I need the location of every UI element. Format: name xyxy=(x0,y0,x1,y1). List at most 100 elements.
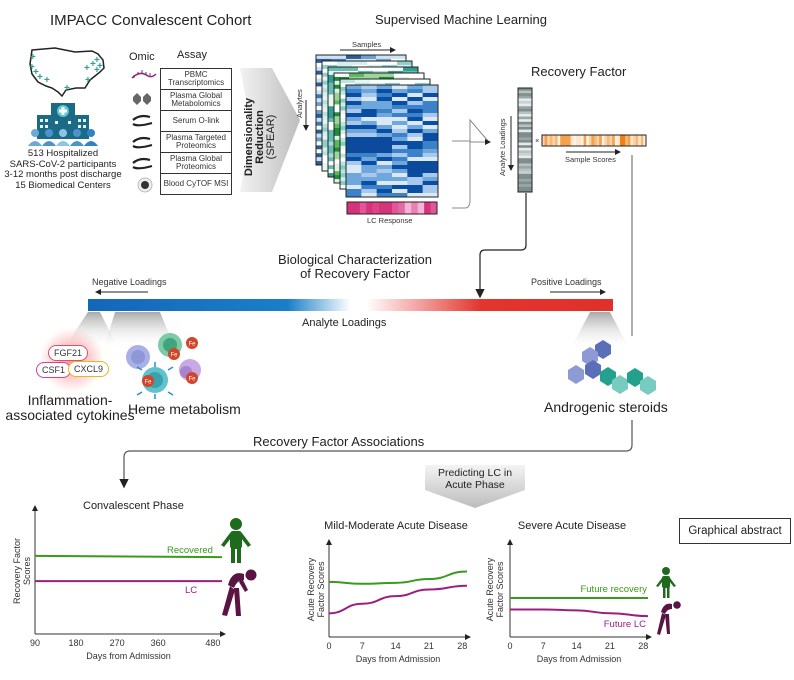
dimensionality-reduction-arrow xyxy=(240,68,300,192)
stat-timeframe: 3-12 months post discharge xyxy=(4,169,122,180)
cohort-title: IMPACC Convalescent Cohort xyxy=(50,12,252,29)
svg-text:+: + xyxy=(29,62,35,73)
negative-loadings-label: Negative Loadings xyxy=(92,277,167,287)
x-tick-label: 480 xyxy=(205,638,220,648)
graphical-abstract-badge: Graphical abstract xyxy=(679,518,791,544)
x-tick-label: 28 xyxy=(638,641,648,651)
heatmap-stack xyxy=(315,54,439,198)
cytokines-label: Inflammation- associated cytokines xyxy=(0,393,140,423)
analyte-loadings-gradient-bar xyxy=(88,299,613,311)
cytokine-chip-fgf21: FGF21 xyxy=(48,345,89,361)
stat-centers: 15 Biomedical Centers xyxy=(15,179,111,191)
chart-title: Convalescent Phase xyxy=(83,500,184,512)
x-tick-label: 90 xyxy=(30,638,40,648)
bio-title-line2: of Recovery Factor xyxy=(300,266,410,281)
svg-text:Fe: Fe xyxy=(144,380,152,386)
sample-scores-bar xyxy=(541,134,647,147)
svg-text:+: + xyxy=(90,59,96,70)
assay-row: Plasma Targeted Proteomics xyxy=(161,132,231,153)
svg-text:+: + xyxy=(30,52,36,63)
heatmap-layer xyxy=(345,84,439,198)
svg-text:Fe: Fe xyxy=(170,353,178,359)
times-symbol: × xyxy=(535,136,540,145)
predicting-lc-arrow xyxy=(425,465,525,508)
people-group-icon xyxy=(28,129,98,146)
x-tick-label: 14 xyxy=(391,641,401,651)
y-axis-label: Factor Scores xyxy=(495,561,505,618)
y-axis-label: Acute Recovery xyxy=(306,557,316,621)
fe-atom-icon: Fe xyxy=(142,375,154,387)
x-tick-label: 180 xyxy=(69,638,84,648)
assay-table: PBMC Transcriptomics Plasma Global Metab… xyxy=(160,68,232,195)
svg-text:+: + xyxy=(64,83,70,94)
associations-title: Recovery Factor Associations xyxy=(253,434,425,449)
hexagon-molecule-icon xyxy=(133,93,151,105)
svg-text:+: + xyxy=(33,67,39,78)
analytes-label: Analytes xyxy=(295,89,304,118)
svg-text:+: + xyxy=(97,61,103,72)
svg-text:+: + xyxy=(37,72,43,83)
analyte-loadings-column xyxy=(517,87,533,193)
series-line-recovered xyxy=(34,554,223,559)
future-lc-person-icon xyxy=(657,601,681,635)
positive-loadings-label: Positive Loadings xyxy=(531,277,602,287)
bio-title: Biological Characterization of Recovery … xyxy=(255,253,455,281)
x-tick-label: 0 xyxy=(507,641,512,651)
dimensionality-reduction-label: Dimensionality Reduction (SPEAR) xyxy=(243,82,277,192)
cohort-stats: 513 Hospitalized SARS-CoV-2 participants… xyxy=(2,148,124,191)
heme-metabolism-label: Heme metabolism xyxy=(128,401,241,417)
assay-row: PBMC Transcriptomics xyxy=(161,69,231,90)
legend-label: Recovered xyxy=(167,545,213,556)
cell-icon xyxy=(137,177,153,193)
stat-participants-type: SARS-CoV-2 participants xyxy=(9,158,117,170)
y-axis-label: Acute Recovery xyxy=(485,557,495,621)
svg-text:+: + xyxy=(85,75,91,86)
predicting-lc-label: Predicting LC in Acute Phase xyxy=(425,467,525,491)
cytokine-chip-csf1: CSF1 xyxy=(36,362,72,378)
x-tick-label: 360 xyxy=(151,638,166,648)
assay-row: Blood CyTOF MSI xyxy=(163,178,229,188)
rna-strand-icon xyxy=(131,70,157,79)
bio-title-line1: Biological Characterization xyxy=(278,252,432,267)
assay-header: Assay xyxy=(177,49,207,61)
lc-response-label: LC Response xyxy=(367,216,413,225)
assay-row: Plasma Global Proteomics xyxy=(161,153,231,174)
svg-text:+: + xyxy=(84,63,90,74)
cytokines-label-line1: Inflammation- xyxy=(27,392,113,408)
svg-text:Fe: Fe xyxy=(188,377,196,383)
analyte-loadings-axis-label: Analyte Loadings xyxy=(498,118,507,176)
stat-participants-count: 513 Hospitalized xyxy=(27,148,99,159)
x-tick-label: 21 xyxy=(605,641,615,651)
protein-ribbon-icons xyxy=(132,114,153,170)
heme-cone xyxy=(104,312,175,348)
x-tick-label: 270 xyxy=(110,638,125,648)
x-tick-label: 21 xyxy=(424,641,434,651)
fe-atom-icon: Fe xyxy=(186,372,198,384)
predicting-line2: Acute Phase xyxy=(445,479,505,491)
recovery-factor-title: Recovery Factor xyxy=(531,64,627,79)
svg-text:+: + xyxy=(94,55,100,66)
fe-atom-icon: Fe xyxy=(168,348,180,360)
androgenic-steroids-label: Androgenic steroids xyxy=(544,399,668,415)
legend-label: Future recovery xyxy=(580,584,647,595)
y-axis-label: Recovery Factor xyxy=(12,538,22,604)
assay-row: Serum O-link xyxy=(161,111,231,132)
steroids-cone xyxy=(570,312,630,350)
ml-title: Supervised Machine Learning xyxy=(375,12,547,27)
svg-text:Fe: Fe xyxy=(188,342,196,348)
x-axis-label: Days from Admission xyxy=(537,654,622,664)
assay-row: Plasma Global Metabolomics xyxy=(161,90,231,111)
legend-label: Future LC xyxy=(604,619,646,630)
y-axis-label: Scores xyxy=(22,556,32,585)
x-tick-label: 14 xyxy=(572,641,582,651)
chart-title: Severe Acute Disease xyxy=(518,520,626,532)
x-tick-label: 7 xyxy=(541,641,546,651)
x-tick-label: 28 xyxy=(457,641,467,651)
svg-text:+: + xyxy=(44,75,50,86)
future-recovery-person-icon xyxy=(656,567,676,598)
